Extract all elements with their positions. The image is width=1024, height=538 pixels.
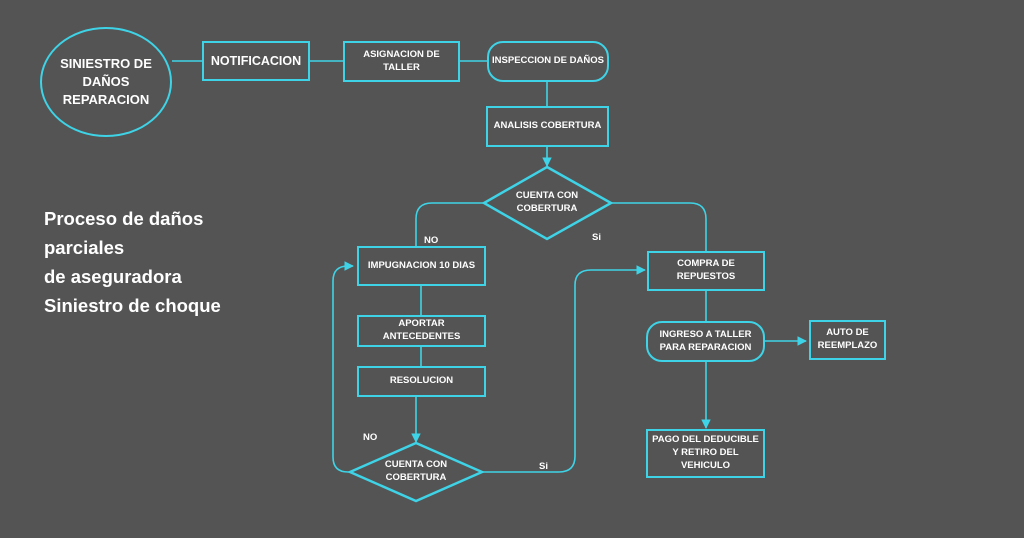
node-aportar-line: APORTAR [398,318,445,330]
node-compra-line: REPUESTOS [676,271,736,282]
node-auto-line: AUTO DE [826,327,869,339]
node-compra: COMPRA DE REPUESTOS [647,251,765,291]
decision-diamond-2 [346,441,486,503]
node-inspeccion-label: INSPECCION DE DAÑOS [492,55,604,67]
node-impugnacion-label: IMPUGNACION 10 DIAS [367,259,476,271]
node-pago-line: PAGO DEL DEDUCIBLE [652,434,759,446]
decision-2-line: CUENTA CON [384,459,448,471]
node-ingreso: INGRESO A TALLER PARA REPARACION [646,321,765,362]
edge-decision1-si [611,202,707,251]
node-asignacion: ASIGNACION DE TALLER [343,41,460,82]
node-compra-line: COMPRA DE [677,258,735,270]
node-pago: PAGO DEL DEDUCIBLE Y RETIRO DEL VEHICULO [646,429,765,478]
node-resolucion: RESOLUCION [357,366,486,397]
node-pago-line: Y RETIRO DEL [672,447,739,459]
node-aportar: APORTAR ANTECEDENTES [357,315,486,347]
node-inspeccion: INSPECCION DE DAÑOS [487,41,609,82]
node-asignacion-line: TALLER [383,61,420,73]
title-line: Siniestro de choque [44,295,221,316]
node-siniestro-line: REPARACION [62,92,150,108]
decision-2-line: COBERTURA [385,472,447,483]
node-notificacion-label: NOTIFICACION [210,53,302,68]
node-analisis: ANALISIS COBERTURA [486,106,609,147]
node-ingreso-line: PARA REPARACION [659,341,752,353]
decision-2-label: CUENTA CON COBERTURA [366,455,466,489]
edge-label-si-1: Si [592,232,601,243]
node-impugnacion: IMPUGNACION 10 DIAS [357,246,486,286]
node-asignacion-line: ASIGNACION DE [363,48,440,60]
title-line: Proceso de daños [44,208,204,229]
title-line: parciales [44,237,125,258]
edge-decision1-no [415,202,484,246]
node-siniestro: SINIESTRO DE DAÑOS REPARACION [40,27,172,137]
edge-label-si-2: Si [539,461,548,472]
node-auto: AUTO DE REEMPLAZO [809,320,886,360]
decision-diamond-1 [481,165,614,241]
diagram-title: Proceso de daños parciales de asegurador… [44,204,274,320]
node-siniestro-line: SINIESTRO DE [60,55,152,71]
decision-1-label: CUENTA CON COBERTURA [497,185,597,221]
node-ingreso-line: INGRESO A TALLER [659,328,752,340]
edge-label-no-2: NO [363,432,378,443]
node-siniestro-line: DAÑOS [82,73,130,89]
edge-label-no-1: NO [424,235,439,246]
node-analisis-label: ANALISIS COBERTURA [493,120,602,132]
node-aportar-line: ANTECEDENTES [382,331,461,342]
decision-1-line: CUENTA CON [515,190,579,202]
node-notificacion: NOTIFICACION [202,41,310,81]
edge-decision2-no-loop [332,261,354,473]
node-pago-line: VEHICULO [680,459,731,471]
edge-decision2-si [482,265,646,473]
decision-1-line: COBERTURA [516,203,578,214]
node-resolucion-label: RESOLUCION [389,375,454,387]
node-auto-line: REEMPLAZO [817,340,878,351]
title-line: de aseguradora [44,266,182,287]
